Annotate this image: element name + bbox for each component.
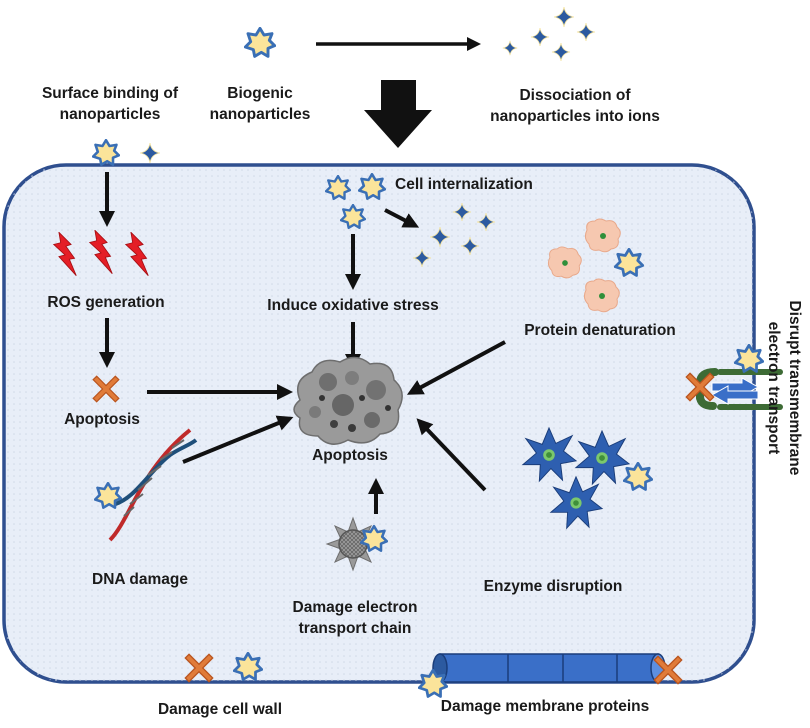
biogenic-nanoparticle-icon: [244, 27, 276, 58]
damage-etc-label: Damage electron transport chain: [270, 598, 440, 640]
protein-to-apoptosis-arrow: [406, 340, 506, 395]
damage-membrane-proteins-label: Damage membrane proteins: [440, 698, 650, 715]
biogenic-line1: Biogenic: [227, 85, 293, 102]
surface-binding-line2: nanoparticles: [59, 105, 161, 123]
protein-denaturation-label: Protein denaturation: [524, 322, 676, 339]
apoptosis-center-label: Apoptosis: [312, 447, 388, 464]
damage-etc-line1: Damage electron: [292, 599, 418, 616]
dissociation-line2: nanoparticles into ions: [490, 107, 660, 125]
apoptotic-cell-icon: [293, 356, 403, 445]
ion-cluster-top: [502, 6, 596, 62]
disrupt-line1: Disrupt transmembrane: [785, 300, 803, 476]
dna-icon: [94, 428, 198, 542]
membrane-protein-icon: [418, 653, 666, 698]
surface-binding-label: Surface binding of nanoparticles: [20, 84, 200, 126]
damage-cell-wall-label: Damage cell wall: [157, 701, 283, 718]
dissociation-label: Dissociation of nanoparticles into ions: [470, 86, 680, 128]
internalization-arrow: [384, 208, 420, 228]
biogenic-line2: nanoparticles: [209, 105, 311, 123]
disrupt-line2: electron transport: [765, 321, 782, 455]
biogenic-label: Biogenic nanoparticles: [190, 84, 330, 126]
ros-generation-label: ROS generation: [47, 294, 165, 311]
surface-binding-line1: Surface binding of: [41, 85, 179, 102]
transmembrane-transporter-icon: [696, 344, 783, 410]
entry-arrow: [364, 80, 432, 148]
damage-etc-line2: transport chain: [298, 619, 412, 637]
apoptosis-left-label: Apoptosis: [64, 411, 140, 428]
surface-ion-icon: [139, 142, 161, 164]
dna-to-apoptosis-arrow: [182, 415, 294, 464]
induce-oxidative-stress-label: Induce oxidative stress: [267, 297, 439, 314]
enzyme-to-apoptosis-arrow: [416, 418, 487, 492]
dissociation-line1: Dissociation of: [519, 87, 631, 104]
surface-nanoparticle-icon: [92, 139, 120, 166]
etc-icon: [325, 516, 388, 572]
enzyme-disruption-label: Enzyme disruption: [483, 578, 623, 595]
dna-damage-label: DNA damage: [92, 571, 188, 588]
cell-internalization-label: Cell internalization: [395, 176, 533, 193]
disrupt-transport-label: Disrupt transmembrane electron transport: [762, 288, 804, 488]
